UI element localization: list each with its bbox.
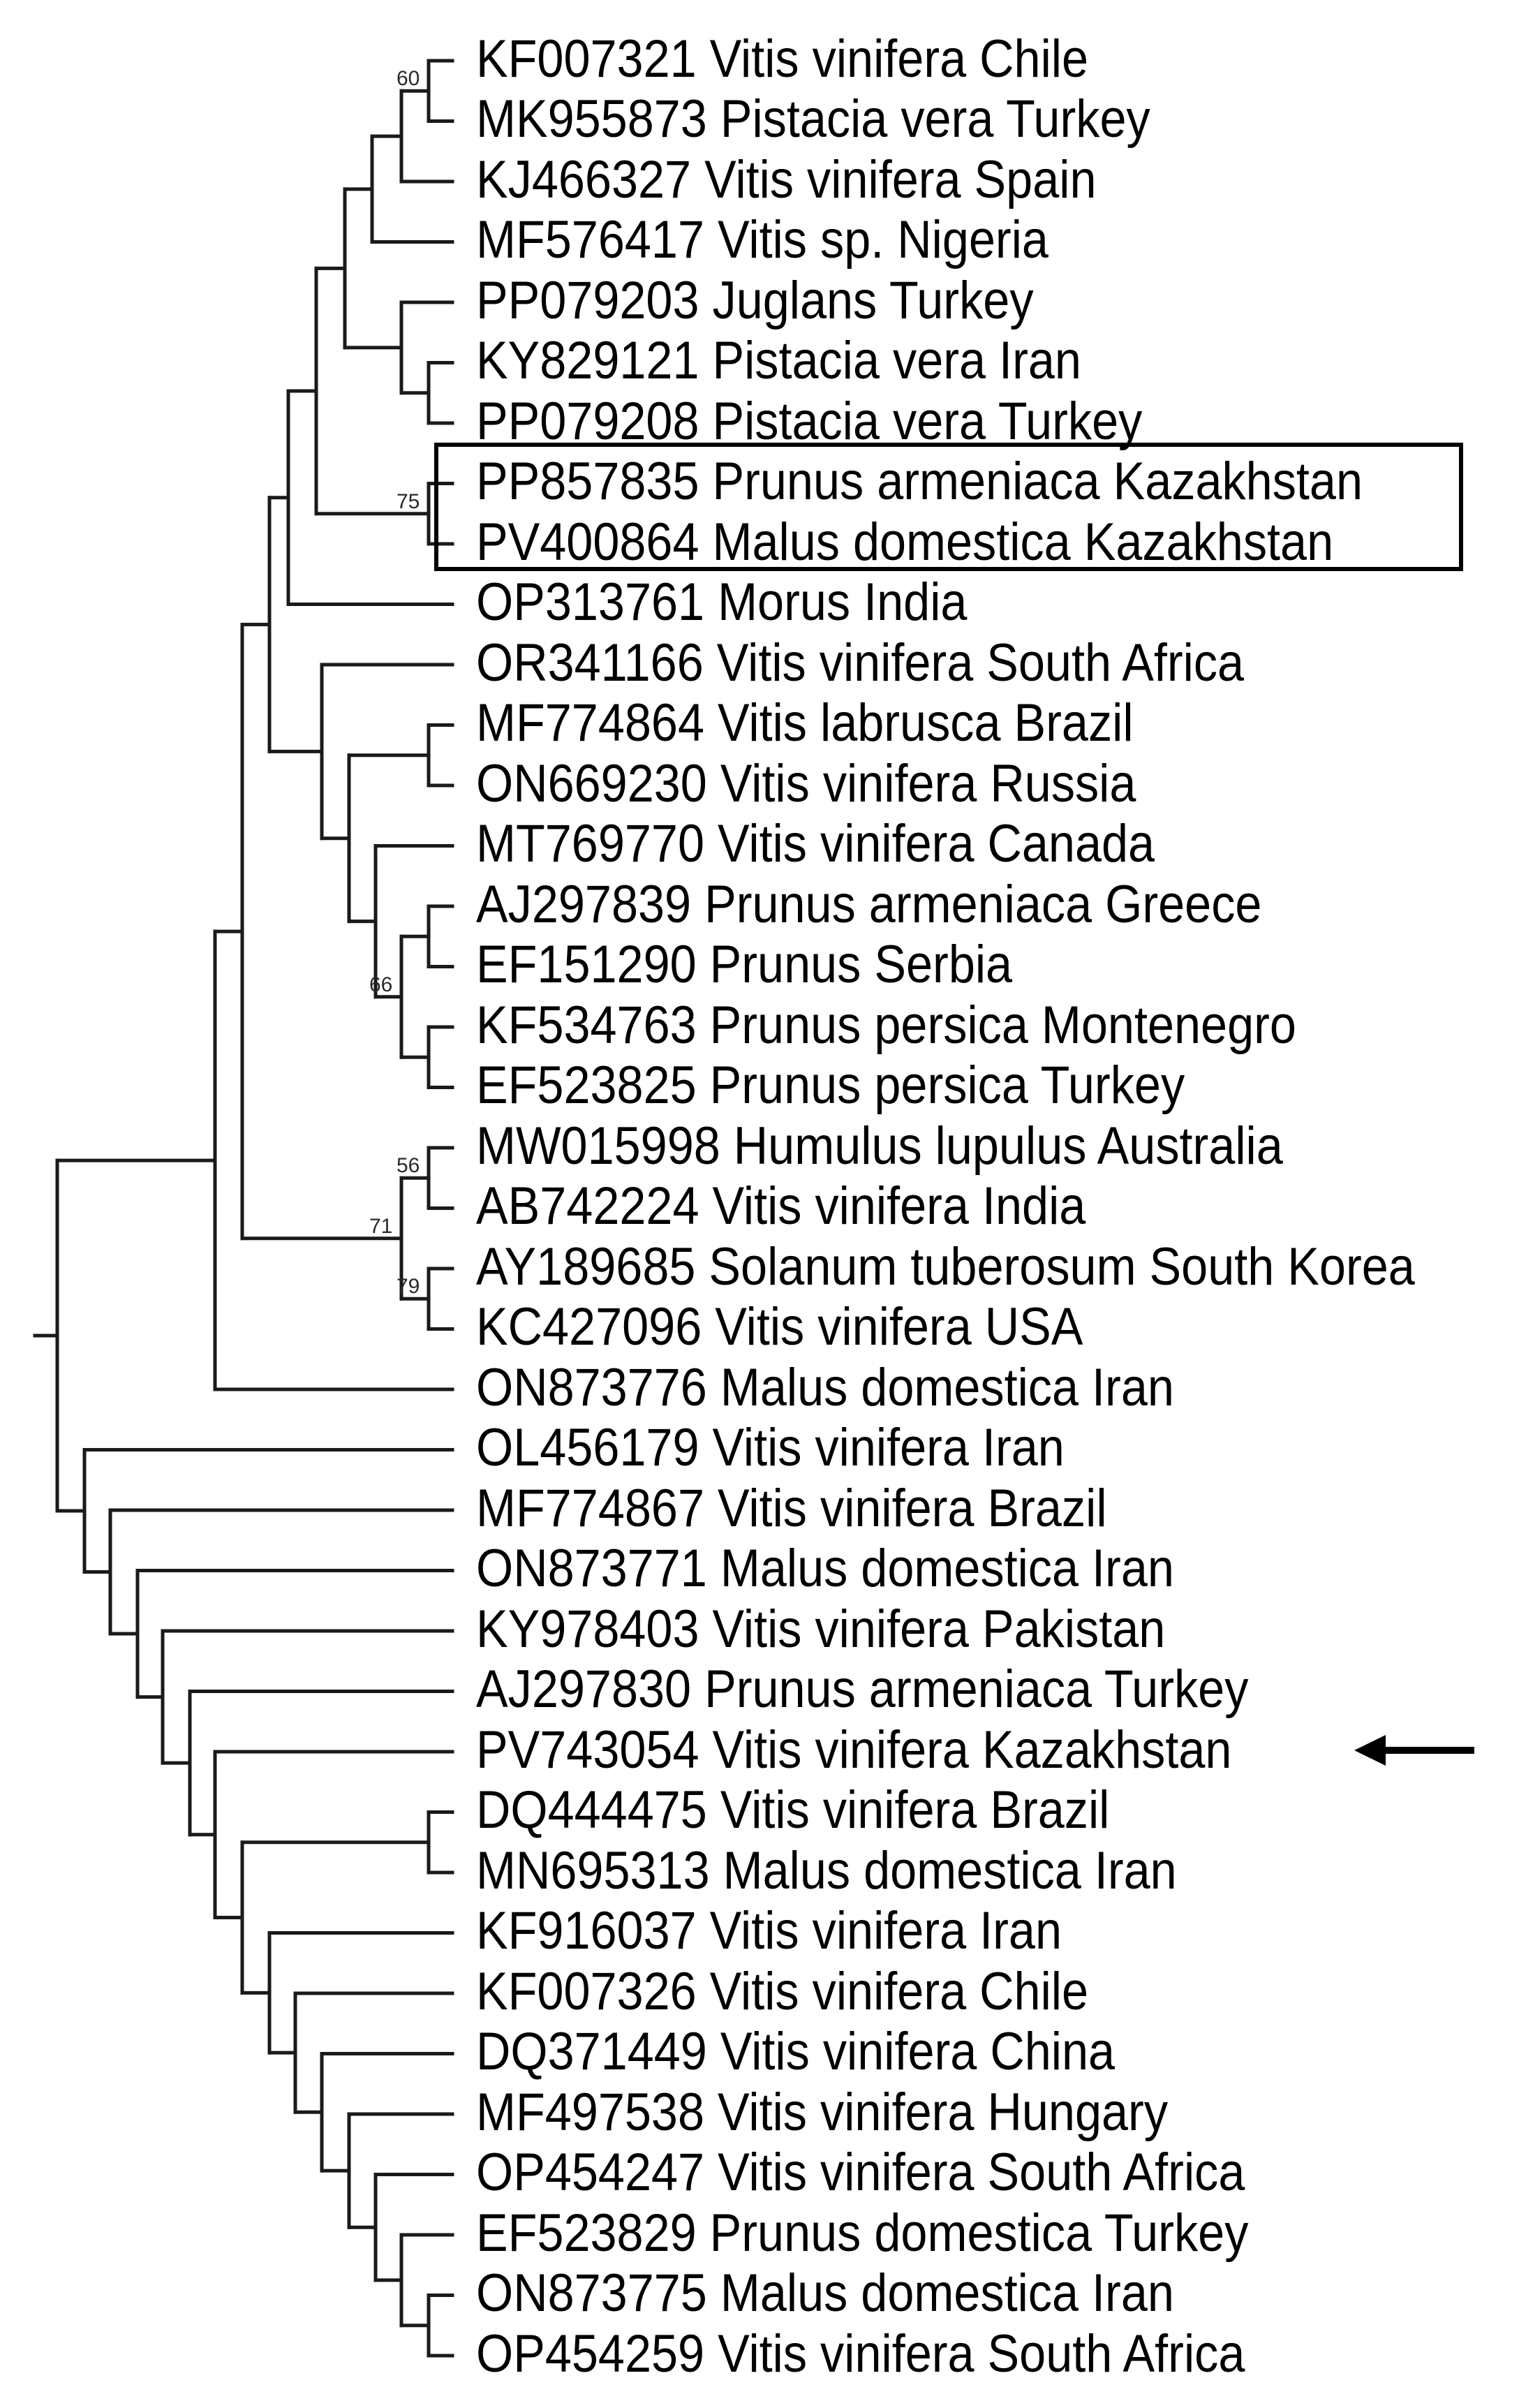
- leaf-label: KF916037 Vitis vinifera Iran: [476, 1901, 1062, 1961]
- leaf-label: AJ297839 Prunus armeniaca Greece: [476, 874, 1262, 934]
- leaf-label: MN695313 Malus domestica Iran: [476, 1840, 1177, 1900]
- leaf-label: MF497538 Vitis vinifera Hungary: [476, 2082, 1169, 2142]
- bootstrap-value: 75: [397, 489, 420, 513]
- leaf-label: MW015998 Humulus lupulus Australia: [476, 1116, 1283, 1176]
- leaf-label: DQ444475 Vitis vinifera Brazil: [476, 1780, 1110, 1840]
- leaf-label: PV400864 Malus domestica Kazakhstan: [476, 512, 1334, 572]
- leaf-label: OP454259 Vitis vinifera South Africa: [476, 2324, 1245, 2384]
- bootstrap-value: 79: [397, 1275, 420, 1299]
- bootstrap-value: 66: [369, 973, 393, 996]
- leaf-label: AY189685 Solanum tuberosum South Korea: [476, 1236, 1415, 1297]
- leaf-label: OP454247 Vitis vinifera South Africa: [476, 2143, 1245, 2203]
- leaf-label: PP079208 Pistacia vera Turkey: [476, 391, 1143, 451]
- leaf-label: KF534763 Prunus persica Montenegro: [476, 995, 1296, 1055]
- bootstrap-value: 56: [397, 1154, 420, 1178]
- bootstrap-value: 71: [369, 1214, 393, 1238]
- leaf-label: KC427096 Vitis vinifera USA: [476, 1297, 1083, 1357]
- leaf-label: MK955873 Pistacia vera Turkey: [476, 89, 1150, 149]
- leaf-label: ON873776 Malus domestica Iran: [476, 1357, 1174, 1417]
- leaf-label: OR341166 Vitis vinifera South Africa: [476, 633, 1245, 693]
- kazakhstan-highlight-box: [434, 443, 1463, 571]
- leaf-label: EF523825 Prunus persica Turkey: [476, 1056, 1185, 1116]
- leaf-label: DQ371449 Vitis vinifera China: [476, 2022, 1116, 2082]
- leaf-label: MF774864 Vitis labrusca Brazil: [476, 693, 1134, 753]
- leaf-label: MT769770 Vitis vinifera Canada: [476, 814, 1155, 874]
- leaf-label: OL456179 Vitis vinifera Iran: [476, 1418, 1065, 1478]
- leaf-label: PP857835 Prunus armeniaca Kazakhstan: [476, 452, 1363, 512]
- leaf-label: MF774867 Vitis vinifera Brazil: [476, 1478, 1107, 1538]
- leaf-label: EF523829 Prunus domestica Turkey: [476, 2203, 1249, 2263]
- leaf-label: OP313761 Morus India: [476, 573, 968, 633]
- bootstrap-value: 60: [397, 67, 420, 91]
- leaf-label: PV743054 Vitis vinifera Kazakhstan: [476, 1720, 1232, 1780]
- leaf-label: PP079203 Juglans Turkey: [476, 270, 1034, 330]
- leaf-label: ON669230 Vitis vinifera Russia: [476, 753, 1136, 813]
- leaf-label: EF151290 Prunus Serbia: [476, 935, 1013, 995]
- leaf-label: KF007321 Vitis vinifera Chile: [476, 29, 1089, 89]
- leaf-label: AJ297830 Prunus armeniaca Turkey: [476, 1660, 1249, 1720]
- leaf-label: KF007326 Vitis vinifera Chile: [476, 1961, 1089, 2021]
- leaf-label: KY978403 Vitis vinifera Pakistan: [476, 1599, 1166, 1659]
- leaf-label: ON873775 Malus domestica Iran: [476, 2263, 1174, 2324]
- leaf-label: KY829121 Pistacia vera Iran: [476, 331, 1081, 391]
- leaf-label: AB742224 Vitis vinifera India: [476, 1176, 1086, 1236]
- leaf-label: KJ466327 Vitis vinifera Spain: [476, 149, 1097, 209]
- leaf-label: ON873771 Malus domestica Iran: [476, 1539, 1174, 1599]
- leaf-label: MF576417 Vitis sp. Nigeria: [476, 210, 1049, 270]
